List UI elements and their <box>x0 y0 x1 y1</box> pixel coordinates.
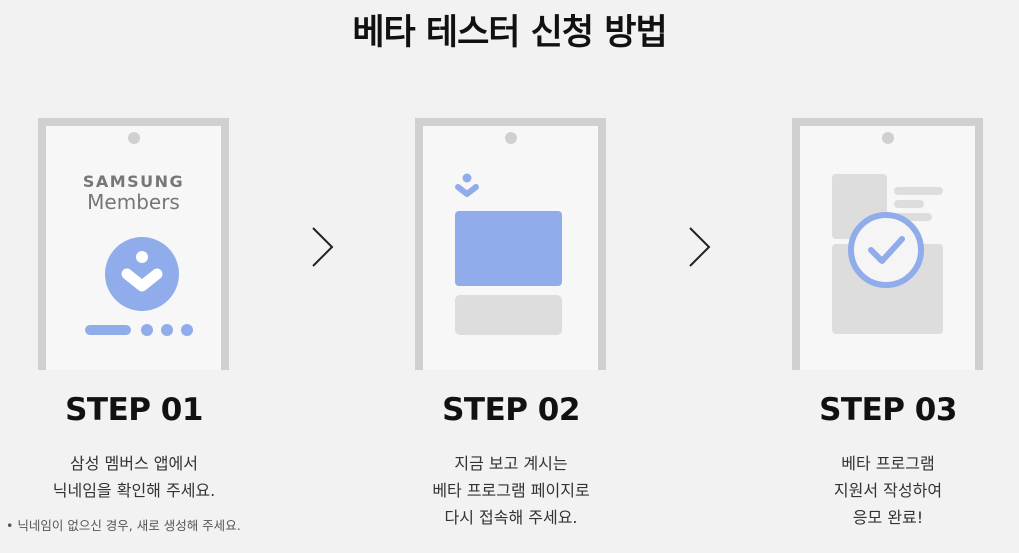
step1-phone-illustration: SAMSUNG Members <box>38 118 229 370</box>
samsung-brand-text: SAMSUNG <box>82 172 185 191</box>
step3-phone-illustration <box>792 118 983 370</box>
phone-camera <box>881 132 894 144</box>
form-line <box>894 187 943 195</box>
form-line <box>894 200 924 208</box>
step2-phone-illustration <box>415 118 606 370</box>
step2-desc-line: 다시 접속해 주세요. <box>444 508 578 527</box>
step3-desc-line: 지원서 작성하여 <box>833 481 943 500</box>
check-circle-icon <box>848 212 924 288</box>
step3-title: STEP 03 <box>819 392 957 428</box>
step1-description: 삼성 멤버스 앱에서 닉네임을 확인해 주세요. <box>0 450 284 504</box>
form-line <box>894 213 932 221</box>
page-indicator <box>85 324 193 336</box>
chevron-right-icon <box>689 227 711 267</box>
step1-note: • 닉네임이 없으신 경우, 새로 생성해 주세요. <box>6 518 241 533</box>
page-title: 베타 테스터 신청 방법 <box>352 13 667 53</box>
step2-description: 지금 보고 계시는 베타 프로그램 페이지로 다시 접속해 주세요. <box>361 450 661 531</box>
members-brand-text: Members <box>87 190 180 214</box>
step2-desc-line: 지금 보고 계시는 <box>454 454 568 473</box>
download-marker-icon <box>455 173 479 197</box>
step2-phone-screen <box>423 126 598 370</box>
step3-phone-screen <box>800 126 975 370</box>
chevron-right-icon <box>312 227 334 267</box>
step1-desc-line: 삼성 멤버스 앱에서 <box>70 454 198 473</box>
step2-desc-line: 베타 프로그램 페이지로 <box>432 481 590 500</box>
members-heart-icon <box>105 237 179 311</box>
content-card-placeholder <box>455 295 562 335</box>
step3-desc-line: 응모 완료! <box>852 508 924 527</box>
step2-title: STEP 02 <box>442 392 580 428</box>
phone-camera <box>127 132 140 144</box>
phone-camera <box>504 132 517 144</box>
step3-desc-line: 베타 프로그램 <box>841 454 935 473</box>
content-card-highlight <box>455 211 562 286</box>
step3-description: 베타 프로그램 지원서 작성하여 응모 완료! <box>738 450 1019 531</box>
step1-phone-screen: SAMSUNG Members <box>46 126 221 370</box>
step1-title: STEP 01 <box>65 392 203 428</box>
step1-desc-line: 닉네임을 확인해 주세요. <box>52 481 216 500</box>
